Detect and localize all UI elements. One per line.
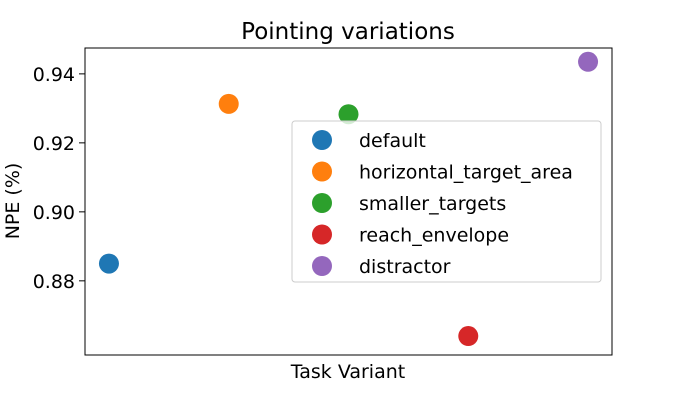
legend-label: smaller_targets bbox=[359, 193, 506, 215]
legend-marker bbox=[312, 224, 332, 245]
y-tick-label: 0.94 bbox=[33, 64, 75, 86]
plot-area bbox=[84, 47, 613, 356]
x-axis-label: Task Variant bbox=[290, 361, 405, 383]
y-axis: 0.88 0.90 0.92 0.94 bbox=[33, 64, 85, 293]
legend-label: horizontal_target_area bbox=[359, 162, 573, 184]
legend-label: default bbox=[359, 130, 426, 152]
y-tick-label: 0.88 bbox=[33, 271, 75, 293]
legend: default horizontal_target_area smaller_tar… bbox=[291, 120, 602, 283]
y-axis-label: NPE (%) bbox=[2, 163, 24, 240]
legend-marker bbox=[312, 161, 332, 182]
data-points bbox=[98, 51, 599, 347]
legend-label: reach_envelope bbox=[359, 225, 509, 247]
y-tick-label: 0.92 bbox=[33, 133, 75, 155]
legend-marker bbox=[312, 130, 332, 150]
data-point-horizontal-target-area bbox=[218, 93, 239, 114]
legend-marker bbox=[312, 256, 332, 276]
data-point-smaller-targets bbox=[338, 104, 359, 125]
legend-box bbox=[291, 120, 602, 283]
legend-marker bbox=[312, 193, 332, 213]
data-point-reach-envelope bbox=[458, 326, 479, 347]
data-point-distractor bbox=[578, 51, 599, 72]
data-point-default bbox=[98, 253, 119, 274]
y-tick-label: 0.90 bbox=[33, 202, 75, 224]
chart-title: Pointing variations bbox=[241, 19, 455, 45]
legend-label: distractor bbox=[359, 256, 451, 278]
